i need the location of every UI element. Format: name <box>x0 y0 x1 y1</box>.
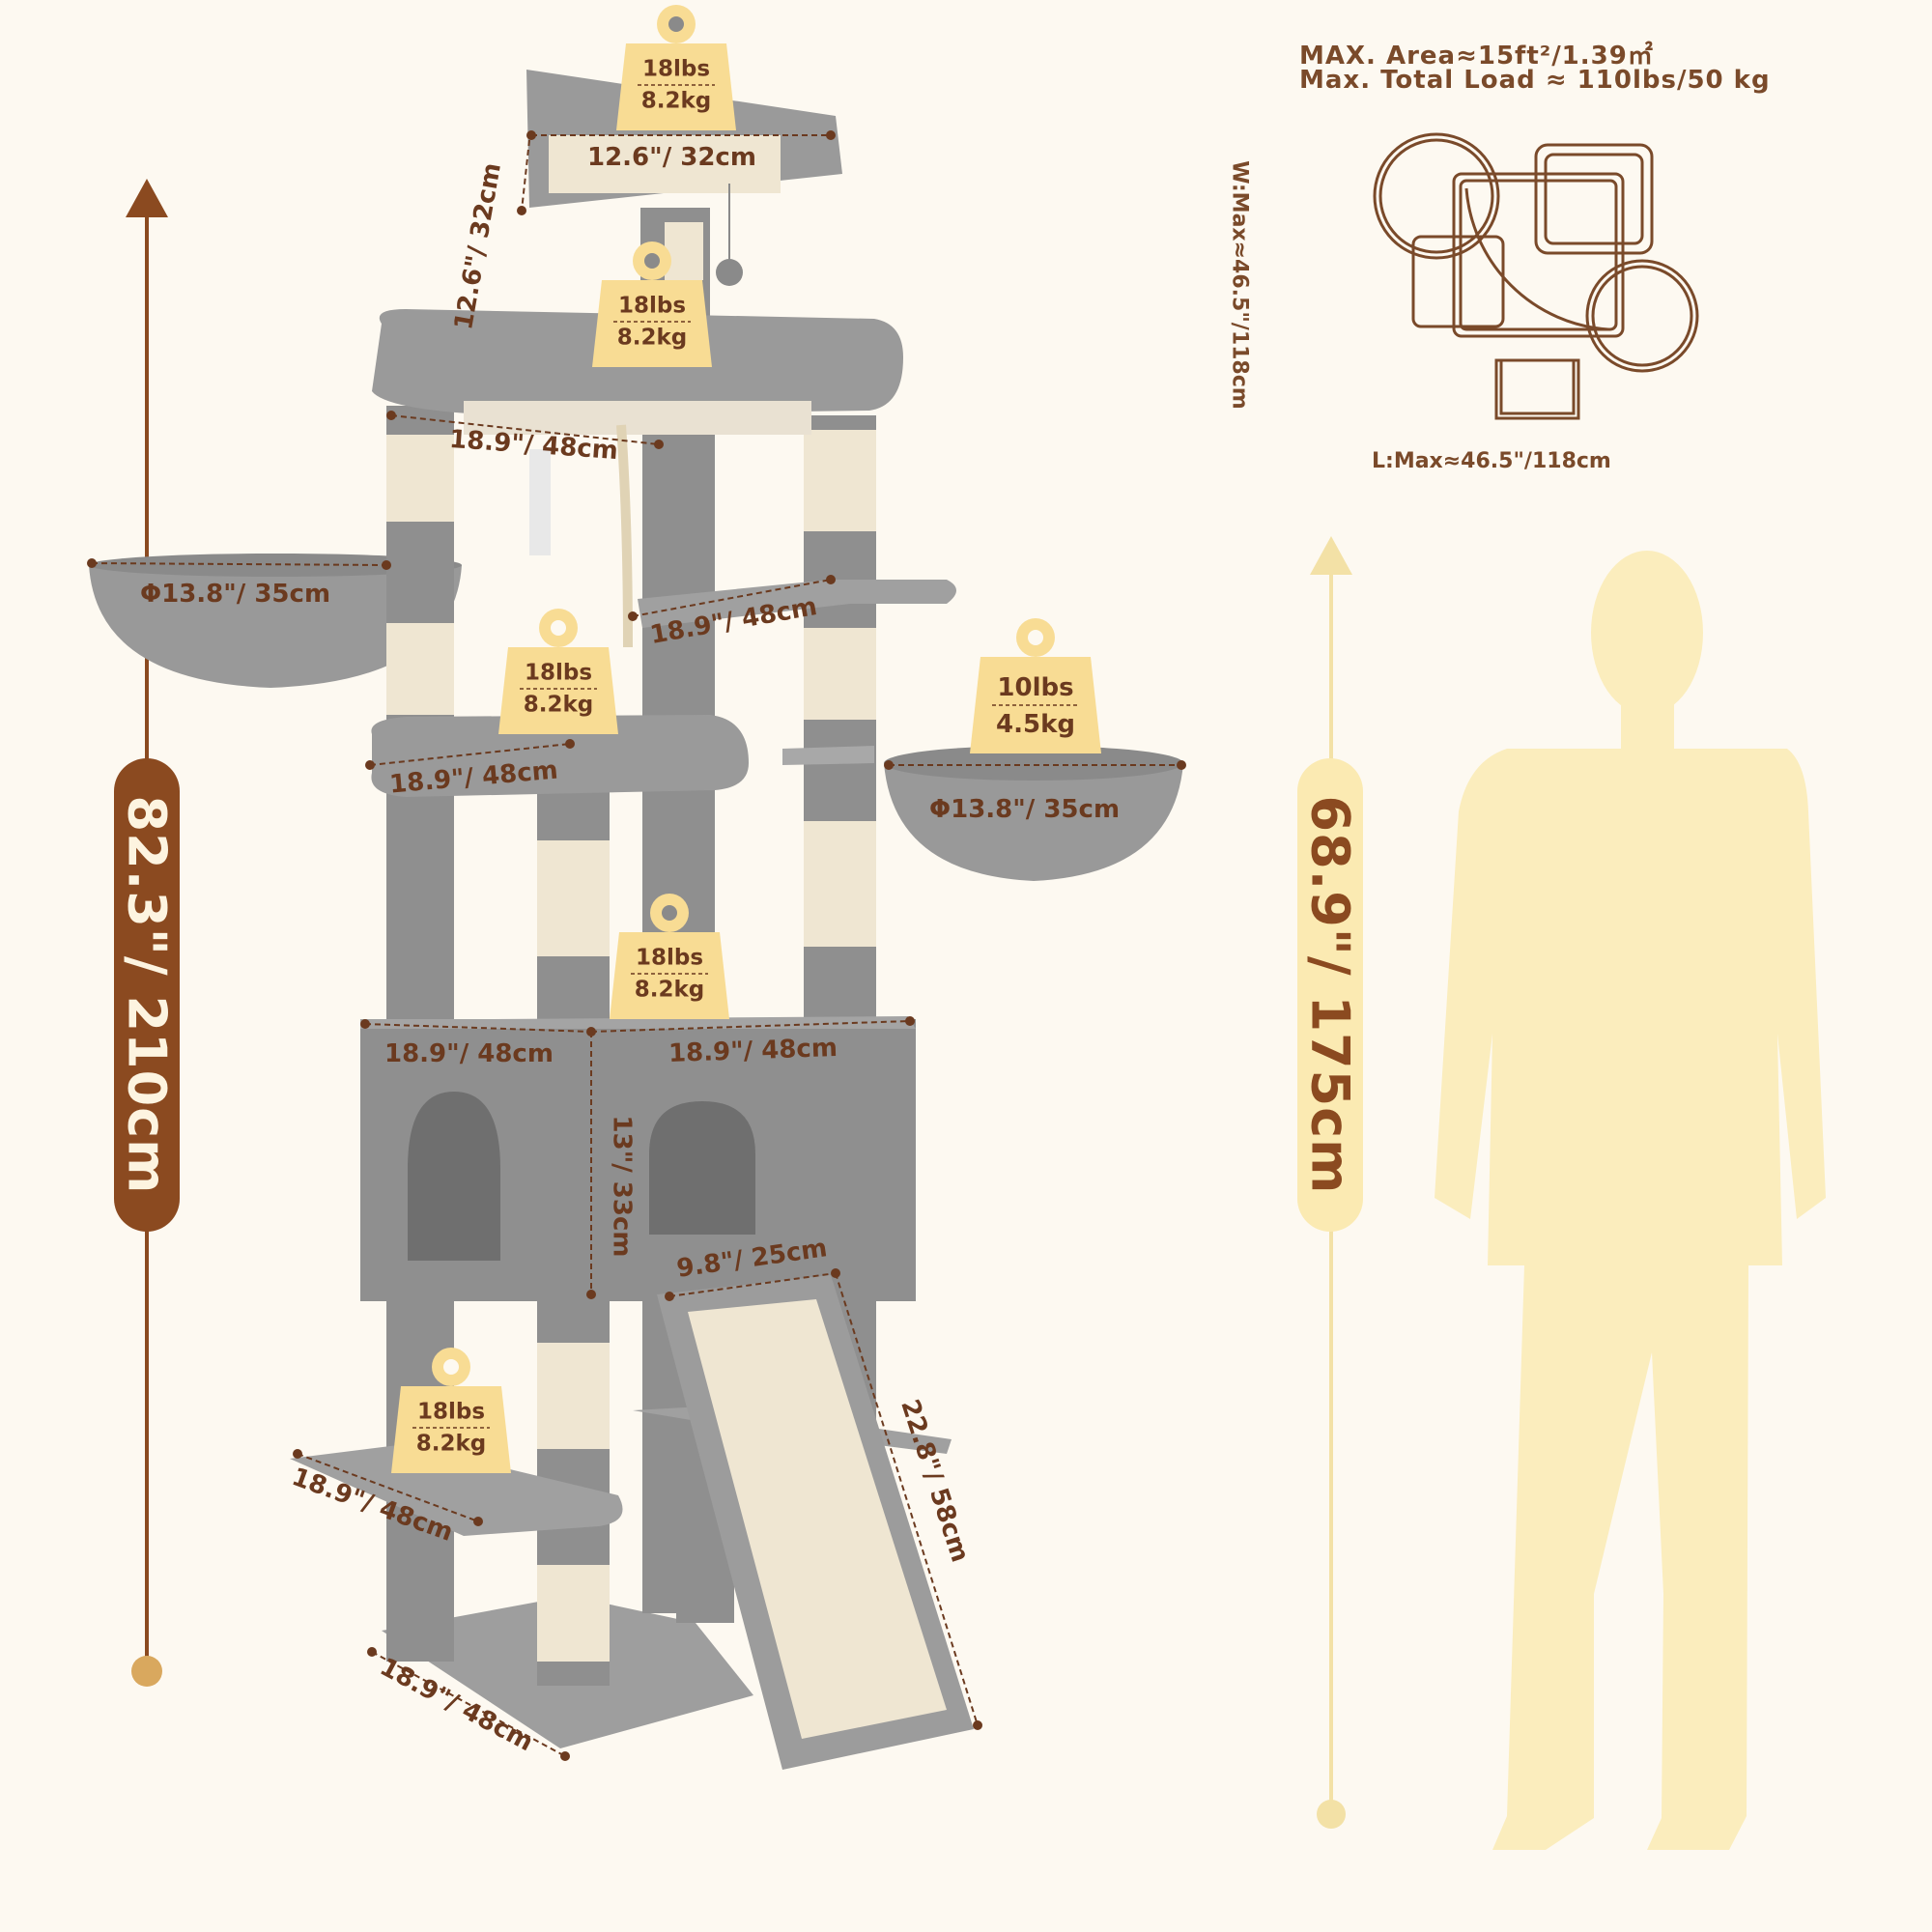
weight-kg: 8.2kg <box>415 1431 487 1457</box>
person-height-badge: 68.9"/ 175cm <box>1297 758 1363 1232</box>
sisal-wraps <box>386 222 876 1662</box>
weight-tag-dividers <box>412 84 1079 1429</box>
weight-lbs: 10lbs <box>997 673 1074 702</box>
spec-length: L:Max≈46.5"/118cm <box>1372 449 1611 473</box>
platform-3 <box>371 715 749 797</box>
dim-condo-height: 13"/ 33cm <box>607 1115 637 1258</box>
weight-kg: 4.5kg <box>996 710 1075 739</box>
spec-max-load: Max. Total Load ≈ 110lbs/50 kg <box>1299 66 1771 95</box>
hanging-rope <box>616 424 633 648</box>
weight-lbs: 18lbs <box>641 56 711 82</box>
weight-lbs: 18lbs <box>617 293 687 319</box>
dim-right-basket: Φ13.8"/ 35cm <box>929 795 1121 824</box>
right-basket <box>884 763 1183 881</box>
toy-ball <box>716 259 743 286</box>
tree-height-badge: 82.3"/ 210cm <box>114 758 180 1232</box>
weight-kg: 8.2kg <box>523 692 594 718</box>
tree-height-base-dot <box>131 1656 162 1687</box>
spec-width: W:Max≈46.5"/118cm <box>1227 160 1252 410</box>
dimension-dots <box>87 130 1186 1761</box>
dim-condo-width: 18.9"/ 48cm <box>384 1039 554 1068</box>
dim-top-perch-width: 12.6"/ 32cm <box>587 143 756 172</box>
weight-kg: 8.2kg <box>616 325 688 351</box>
tree-height-label: 82.3"/ 210cm <box>116 795 178 1195</box>
weight-lbs: 18lbs <box>524 660 593 686</box>
weight-lbs: 18lbs <box>635 945 704 971</box>
weight-kg: 8.2kg <box>640 88 712 114</box>
side-step <box>638 580 956 628</box>
dim-left-basket: Φ13.8"/ 35cm <box>140 580 331 609</box>
weight-kg: 8.2kg <box>634 977 705 1003</box>
floor-plan-icon <box>1373 132 1699 420</box>
hanging-toy <box>529 449 551 555</box>
low-step <box>290 1444 623 1536</box>
weight-tag-shapes <box>391 5 1101 1473</box>
left-basket <box>89 565 462 688</box>
condo-door-right <box>649 1101 755 1235</box>
condo-door-left <box>408 1092 500 1261</box>
spec-max-area: MAX. Area≈15ft²/1.39㎡ <box>1299 42 1654 71</box>
person-height-label: 68.9"/ 175cm <box>1299 795 1361 1195</box>
dimension-lines <box>91 134 1181 1757</box>
person-silhouette <box>1435 551 1826 1850</box>
weight-lbs: 18lbs <box>416 1399 486 1425</box>
dim-condo-depth: 18.9"/ 48cm <box>668 1033 838 1069</box>
